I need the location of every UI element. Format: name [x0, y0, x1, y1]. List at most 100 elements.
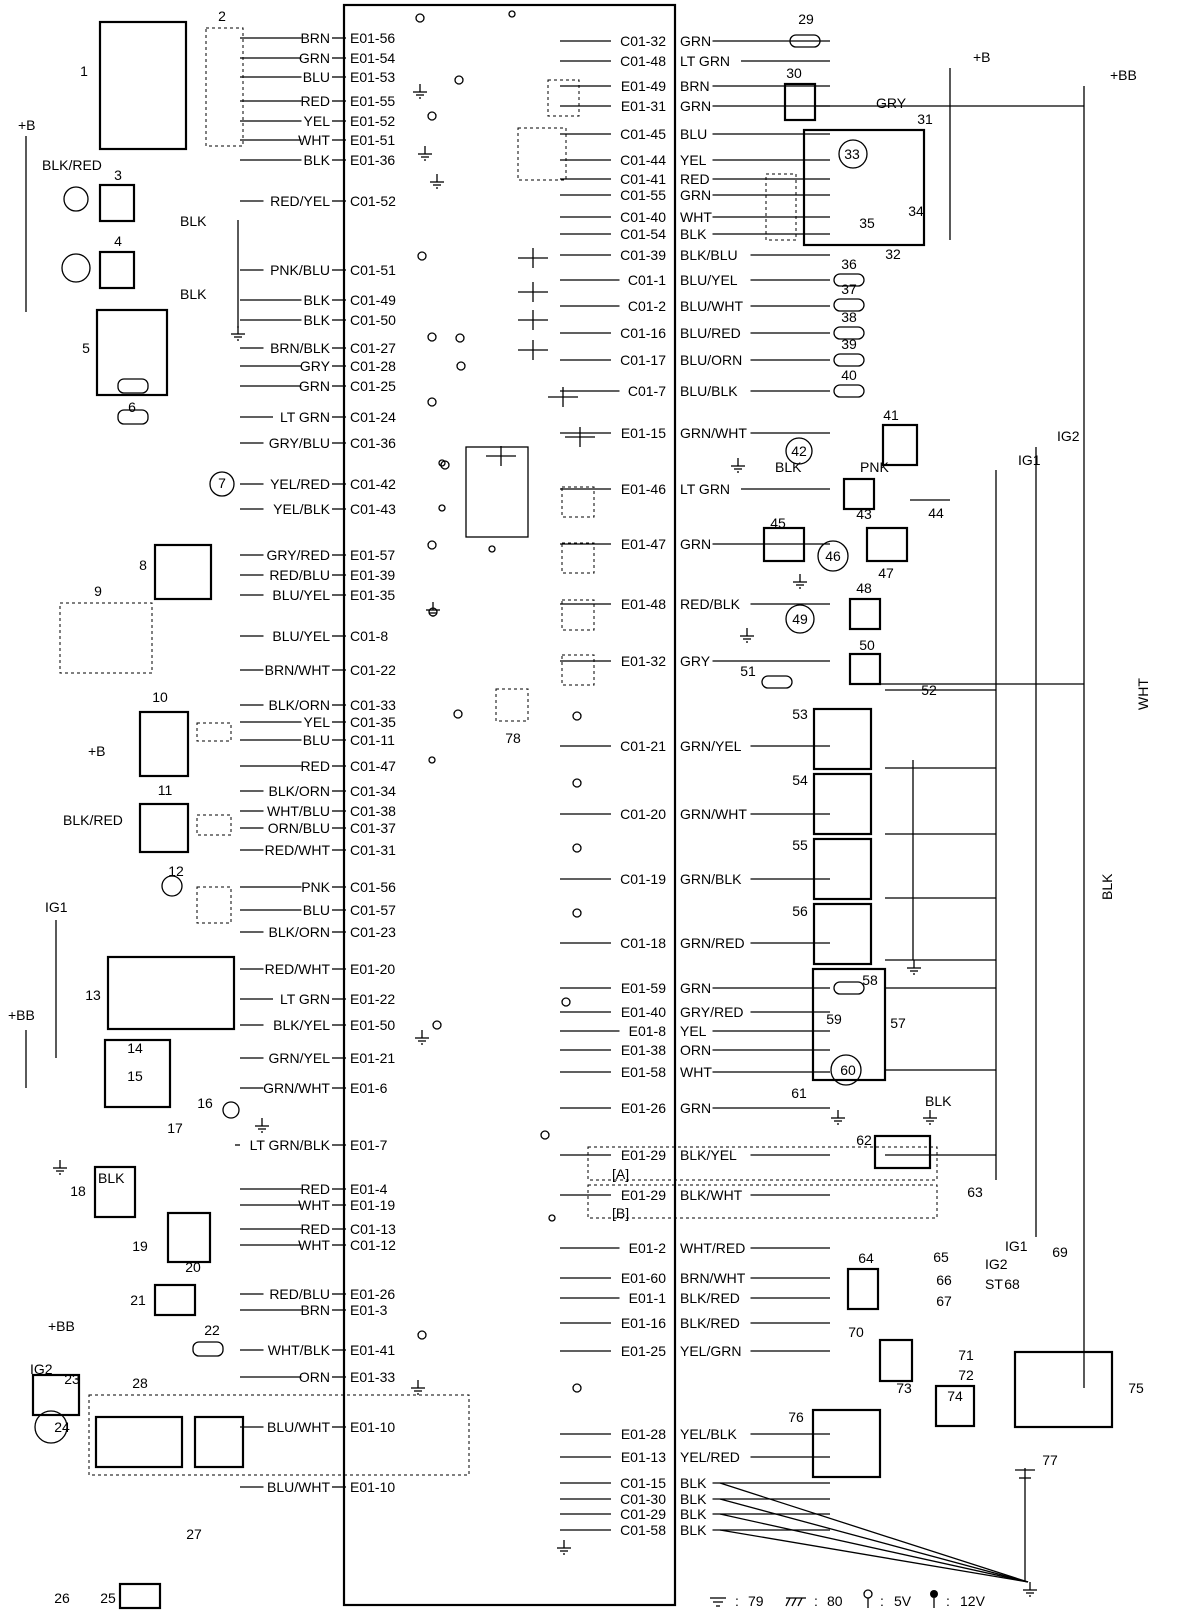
fet-e01-47: [561, 542, 595, 574]
right-wire-color-12: BLU/WHT: [680, 298, 743, 314]
left-pin-4: E01-52: [350, 113, 395, 129]
left-pin-42: C01-13: [350, 1221, 396, 1237]
right-pin-32: E01-29: [621, 1187, 666, 1203]
plus-b-label-right: +B: [973, 49, 991, 65]
right-pin-42: C01-29: [620, 1506, 666, 1522]
component-9-box: [59, 602, 153, 674]
left-pin-35: E01-22: [350, 991, 395, 1007]
ig2-motor-label: IG2: [30, 1361, 53, 1377]
left-pin-45: E01-3: [350, 1302, 388, 1318]
left-wire-color-29: ORN/BLU: [268, 820, 330, 836]
component-number-58: 58: [862, 972, 878, 988]
right-wire-color-11: BLU/YEL: [680, 272, 738, 288]
left-wire-color-33: BLK/ORN: [269, 924, 330, 940]
right-wire-color-31: BLK/YEL: [680, 1147, 737, 1163]
right-wire-color-13: BLU/RED: [680, 325, 741, 341]
right-pin-30: E01-26: [621, 1100, 666, 1116]
component-75-box: [1013, 1350, 1114, 1429]
component-number-59: 59: [826, 1011, 842, 1027]
left-pin-48: E01-10: [350, 1419, 395, 1435]
legend-colon-1: :: [735, 1593, 739, 1609]
right-pin-17: E01-46: [621, 481, 666, 497]
left-wire-color-28: WHT/BLU: [267, 803, 330, 819]
right-wire-color-8: WHT: [680, 209, 712, 225]
bracket-a-label: [A]: [612, 1166, 629, 1182]
left-pin-5: E01-51: [350, 132, 395, 148]
component-number-49: 49: [792, 611, 808, 627]
right-wire-color-7: GRN: [680, 187, 711, 203]
component-number-3: 3: [114, 167, 122, 183]
component-number-10: 10: [152, 689, 168, 705]
right-wire-color-34: BRN/WHT: [680, 1270, 746, 1286]
component-number-71: 71: [958, 1347, 974, 1363]
lamp-16: [222, 1101, 240, 1119]
left-pin-40: E01-4: [350, 1181, 388, 1197]
fuse-38: [833, 326, 865, 340]
motor-49: [785, 604, 815, 634]
fuse-58: [833, 981, 865, 995]
right-pin-24: C01-18: [620, 935, 666, 951]
left-wire-color-22: BRN/WHT: [265, 662, 331, 678]
component-14-15-box: [103, 1038, 172, 1109]
right-wire-color-27: YEL: [680, 1023, 707, 1039]
junction-dot-2: [438, 504, 446, 512]
left-wire-color-18: GRY/RED: [266, 547, 330, 563]
right-wire-color-19: RED/BLK: [680, 596, 741, 612]
component-number-73: 73: [896, 1380, 912, 1396]
left-wire-color-19: RED/BLU: [269, 567, 330, 583]
left-wire-color-3: RED: [300, 93, 330, 109]
left-wire-color-48: BLU/WHT: [267, 1419, 330, 1435]
left-wire-color-32: BLU: [303, 902, 330, 918]
left-wire-color-1: GRN: [299, 50, 330, 66]
right-pin-5: C01-44: [620, 152, 666, 168]
right-wire-color-33: WHT/RED: [680, 1240, 745, 1256]
ig1-switch-label: IG1: [1005, 1238, 1028, 1254]
component-number-56: 56: [792, 903, 808, 919]
component-number-17: 17: [167, 1120, 183, 1136]
left-pin-26: C01-47: [350, 758, 396, 774]
plus-b-label-left-2: +B: [88, 743, 106, 759]
component-number-24: 24: [54, 1419, 70, 1435]
open-terminal-13: [572, 778, 582, 788]
left-wire-color-0: BRN: [300, 30, 330, 46]
component-73-box: [878, 1338, 914, 1383]
blk-red-label-top: BLK/RED: [42, 157, 102, 173]
component-number-28: 28: [132, 1375, 148, 1391]
component-57-box: [811, 967, 887, 1082]
component-number-63: 63: [967, 1184, 983, 1200]
component-56-box: [812, 902, 873, 966]
sensor-4-circle: [61, 253, 91, 283]
left-pin-46: E01-41: [350, 1342, 395, 1358]
ground-bus-2: [719, 1513, 1029, 1583]
legend-value-chassis: 80: [827, 1593, 843, 1609]
open-terminal-12: [572, 711, 582, 721]
left-wire-color-8: PNK/BLU: [270, 262, 330, 278]
right-wire-color-6: RED: [680, 171, 710, 187]
left-wire-color-7: RED/YEL: [270, 193, 330, 209]
component-number-36: 36: [841, 256, 857, 272]
component-32-box: [802, 128, 926, 247]
component-number-19: 19: [132, 1238, 148, 1254]
component-number-41: 41: [883, 407, 899, 423]
right-wire-color-4: BLU: [680, 126, 707, 142]
left-wire-color-15: GRY/BLU: [269, 435, 330, 451]
component-number-33: 33: [844, 146, 860, 162]
right-pin-37: E01-25: [621, 1343, 666, 1359]
component-64-box: [846, 1267, 880, 1311]
right-pin-4: C01-45: [620, 126, 666, 142]
component-number-51: 51: [740, 663, 756, 679]
open-terminal-6: [456, 361, 466, 371]
fuse-51: [761, 675, 793, 689]
left-pin-25: C01-11: [350, 732, 395, 748]
component-number-26: 26: [54, 1590, 70, 1606]
blk-label-42: BLK: [775, 459, 802, 475]
left-wire-color-47: ORN: [299, 1369, 330, 1385]
right-pin-28: E01-38: [621, 1042, 666, 1058]
component-number-69: 69: [1052, 1244, 1068, 1260]
left-pin-8: C01-51: [350, 262, 396, 278]
legend-colon-4: :: [946, 1593, 950, 1609]
component-5-bridge-box: [95, 308, 169, 397]
component-8-sensor-box: [153, 543, 213, 601]
component-25-box: [118, 1582, 162, 1610]
